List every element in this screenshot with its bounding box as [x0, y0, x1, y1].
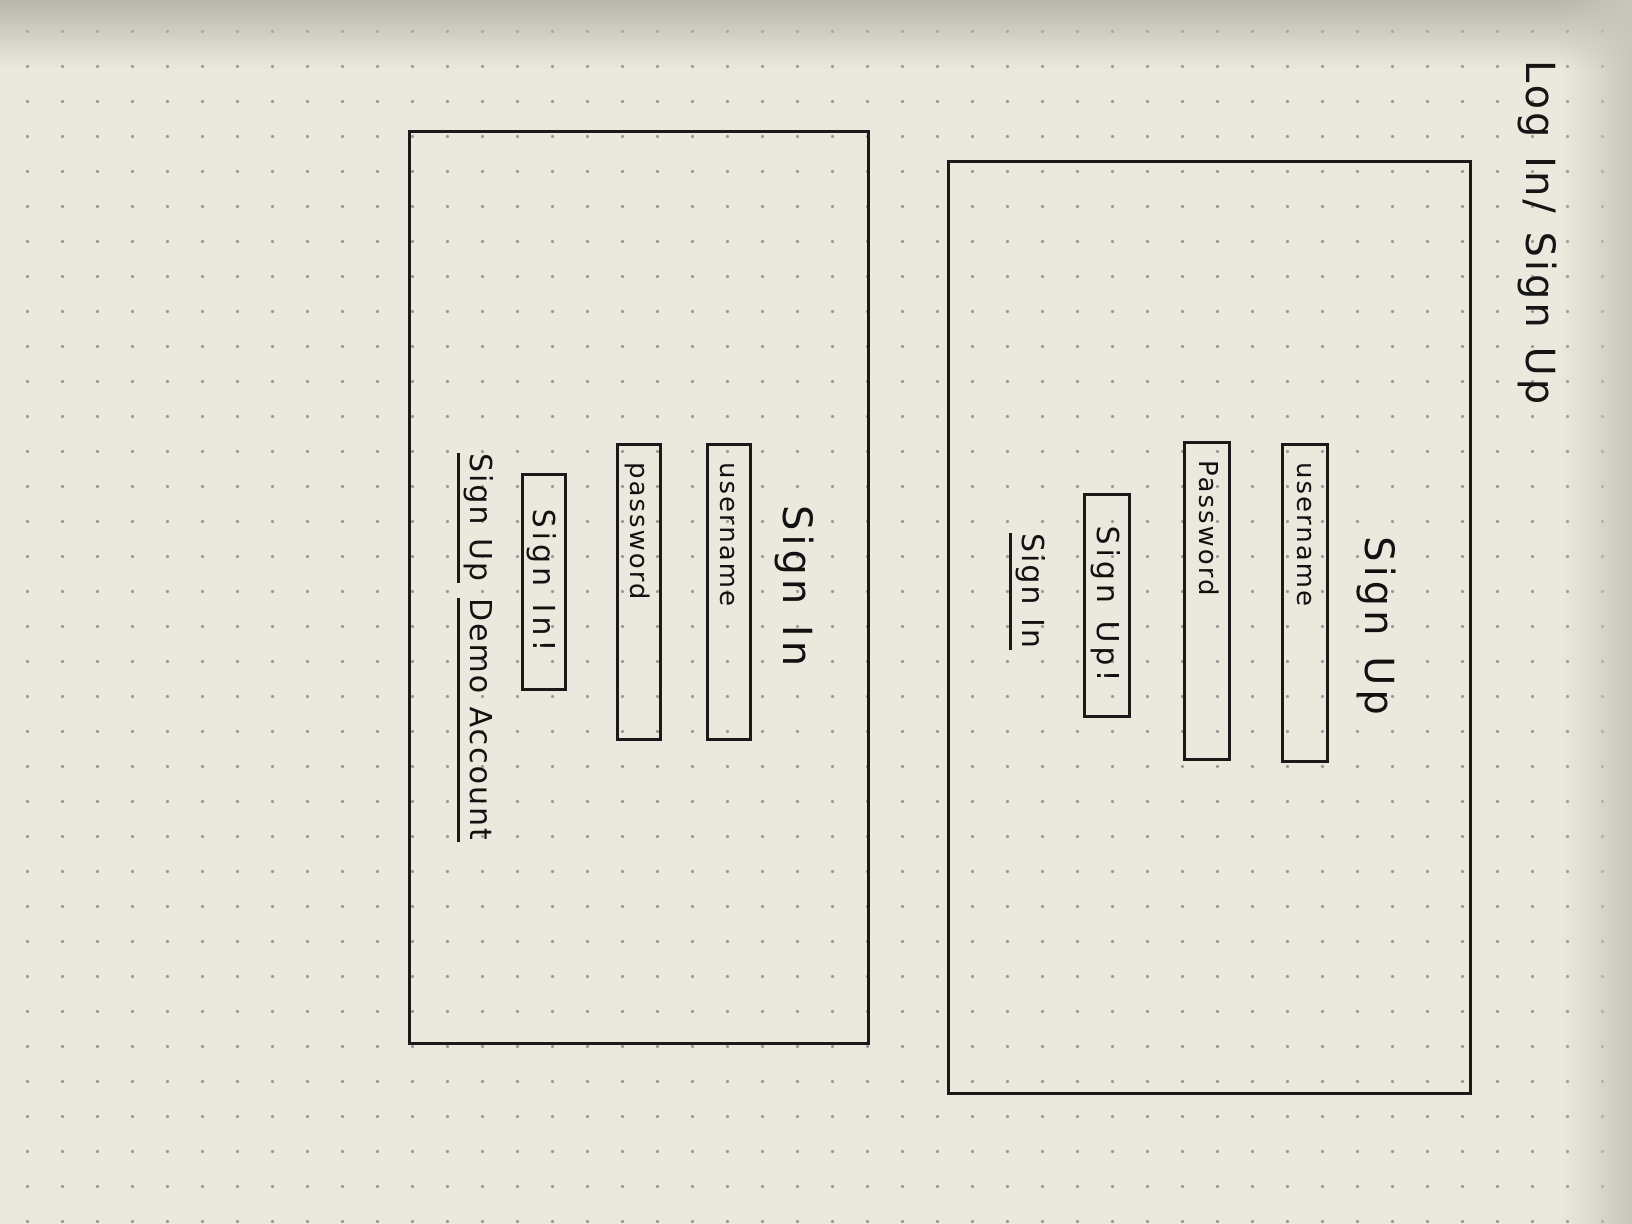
signin-title: Sign In — [773, 504, 819, 671]
signup-title: Sign Up — [1355, 536, 1401, 719]
page-edge-shadow-right — [1562, 0, 1632, 1224]
signin-button[interactable]: Sign In! — [521, 473, 567, 691]
signup-button[interactable]: Sign Up! — [1083, 493, 1131, 718]
signin-wireframe: Sign In username password Sign In! Sign … — [408, 130, 870, 1045]
page-edge-shadow-top — [0, 0, 1632, 70]
signup-wireframe: Sign Up username Password Sign Up! Sign … — [947, 160, 1472, 1095]
signup-username-input[interactable]: username — [1281, 443, 1329, 763]
page-title: Log In/ Sign Up — [1516, 60, 1562, 408]
signin-username-input[interactable]: username — [706, 443, 752, 741]
demo-account-link[interactable]: Demo Account — [457, 598, 497, 842]
signup-password-input[interactable]: Password — [1183, 441, 1231, 761]
signup-link[interactable]: Sign Up — [457, 453, 497, 583]
signin-link[interactable]: Sign In — [1009, 533, 1049, 650]
signin-password-input[interactable]: password — [616, 443, 662, 741]
